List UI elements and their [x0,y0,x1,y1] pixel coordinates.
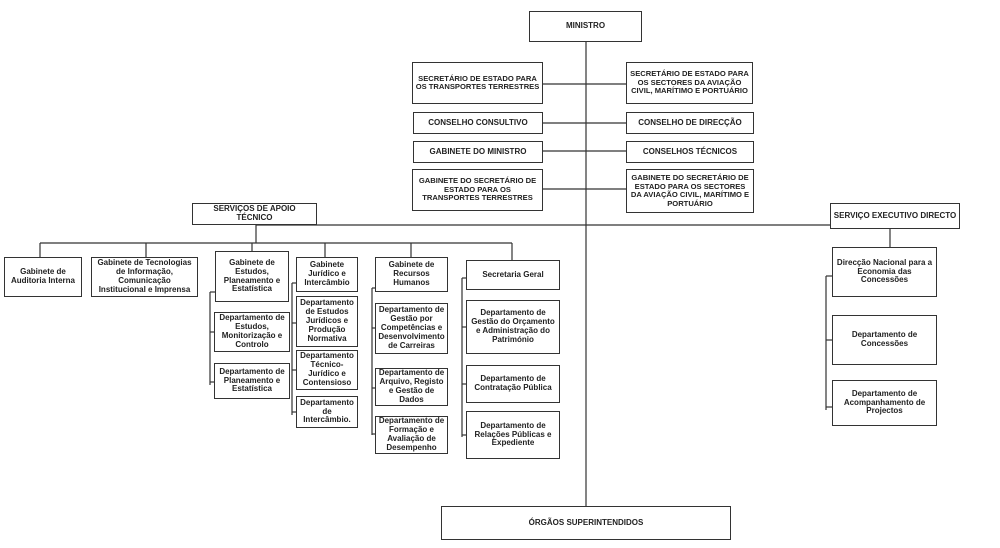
departamento-intercambio-box: Departamento de Intercâmbio. [296,396,358,428]
departamento-tecnico-juridico-box: Departamento Técnico-Jurídico e Contensi… [296,350,358,390]
ministro-box: MINISTRO [529,11,642,42]
gabinete-secretario-terrestres-box: GABINETE DO SECRETÁRIO DE ESTADO PARA OS… [412,169,543,211]
gabinete-estudos-box: Gabinete de Estudos, Planeamento e Estat… [215,251,289,302]
departamento-acompanhamento-projectos-box: Departamento de Acompanhamento de Projec… [832,380,937,426]
departamento-formacao-box: Departamento de Formação e Avaliação de … [375,416,448,454]
gabinete-recursos-humanos-box: Gabinete de Recursos Humanos [375,257,448,292]
departamento-gestao-orcamento-box: Departamento de Gestão do Orçamento e Ad… [466,300,560,354]
departamento-planeamento-box: Departamento de Planeamento e Estatístic… [214,363,290,399]
departamento-arquivo-box: Departamento de Arquivo, Registo e Gestã… [375,368,448,406]
conselho-direccao-box: CONSELHO DE DIRECÇÃO [626,112,754,134]
direccao-economia-concessoes-box: Direcção Nacional para a Economia das Co… [832,247,937,297]
secretario-aviacao-box: SECRETÁRIO DE ESTADO PARA OS SECTORES DA… [626,62,753,104]
servico-executivo-directo-box: SERVIÇO EXECUTIVO DIRECTO [830,203,960,229]
departamento-concessoes-box: Departamento de Concessões [832,315,937,365]
conselho-consultivo-box: CONSELHO CONSULTIVO [413,112,543,134]
servicos-apoio-tecnico-box: SERVIÇOS DE APOIO TÉCNICO [192,203,317,225]
gabinete-secretario-aviacao-box: GABINETE DO SECRETÁRIO DE ESTADO PARA OS… [626,169,754,213]
departamento-contratacao-publica-box: Departamento de Contratação Pública [466,365,560,403]
gabinete-auditoria-box: Gabinete de Auditoria Interna [4,257,82,297]
conselhos-tecnicos-box: CONSELHOS TÉCNICOS [626,141,754,163]
gabinete-juridico-box: Gabinete Jurídico e Intercâmbio [296,257,358,292]
secretaria-geral-box: Secretaria Geral [466,260,560,290]
gabinete-tecnologias-box: Gabinete de Tecnologias de Informação, C… [91,257,198,297]
secretario-terrestres-box: SECRETÁRIO DE ESTADO PARA OS TRANSPORTES… [412,62,543,104]
departamento-estudos-monitorizacao-box: Departamento de Estudos, Monitorização e… [214,312,290,352]
departamento-relacoes-publicas-box: Departamento de Relações Públicas e Expe… [466,411,560,459]
gabinete-ministro-box: GABINETE DO MINISTRO [413,141,543,163]
departamento-gestao-competencias-box: Departamento de Gestão por Competências … [375,303,448,354]
orgaos-superintendidos-box: ÓRGÃOS SUPERINTENDIDOS [441,506,731,540]
departamento-estudos-juridicos-box: Departamento de Estudos Jurídicos e Prod… [296,296,358,347]
